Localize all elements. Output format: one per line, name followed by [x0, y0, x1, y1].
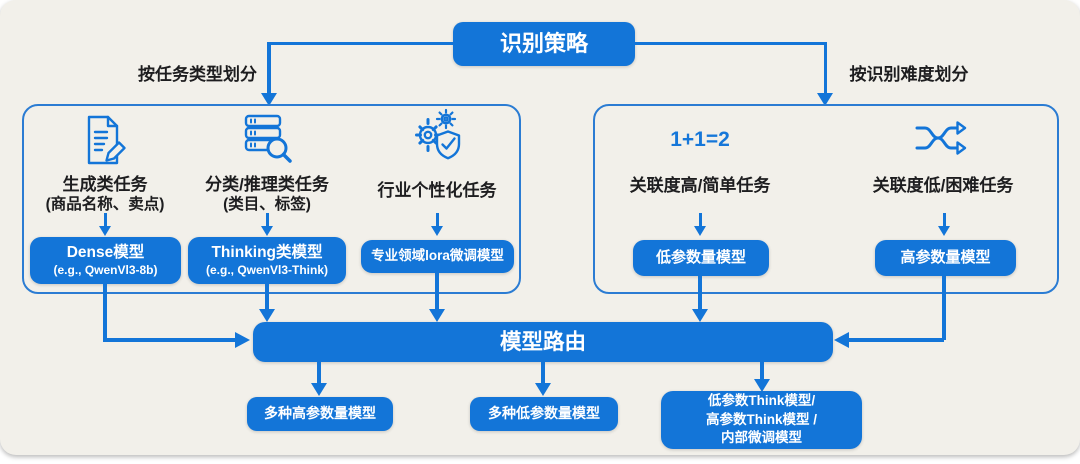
task-label-line1: 关联度高/简单任务 [629, 176, 771, 195]
database-search-icon [239, 110, 295, 173]
connector-top-left-horizontal [268, 41, 455, 45]
output-node-low-param-models: 多种低参数量模型 [470, 397, 618, 431]
arrowhead-output2 [535, 383, 551, 396]
shuffle-icon [912, 114, 972, 167]
output-node-label: 多种低参数量模型 [488, 405, 600, 422]
arrowhead-output1 [311, 383, 327, 396]
arrowhead-rcol1-small [694, 226, 706, 236]
arrowhead-output3 [754, 379, 770, 392]
connector-low-param-vertical [698, 276, 702, 310]
connector-output3-vertical [760, 362, 764, 380]
model-node-dense: Dense模型 (e.g., QwenVl3-8b) [30, 237, 181, 284]
model-node-dense-line1: Dense模型 [66, 244, 145, 262]
output-node-think-models: 低参数Think模型/ 高参数Think模型 / 内部微调模型 [661, 391, 862, 449]
task-label-line1: 分类/推理类任务 [205, 175, 329, 194]
group-box-task-type [22, 104, 521, 294]
model-node-low-param: 低参数量模型 [633, 240, 769, 276]
connector-thinking-vertical [265, 284, 269, 310]
connector-col1-small [103, 213, 107, 226]
branch-label-task-type: 按任务类型划分 [138, 65, 257, 84]
task-label-difficult: 关联度低/困难任务 [857, 175, 1029, 196]
connector-output2-vertical [541, 362, 545, 384]
task-label-line2: (商品名称、卖点) [45, 196, 165, 213]
connector-rcol1-small [698, 213, 702, 226]
connector-top-right-horizontal [633, 41, 825, 45]
model-node-high-param-label: 高参数量模型 [900, 248, 991, 266]
arrowhead-into-router-right [834, 332, 849, 348]
formula-1plus1: 1+1=2 [670, 128, 730, 151]
model-node-thinking-line2: (e.g., QwenVl3-Think) [205, 262, 328, 277]
output-node-line1: 低参数Think模型/ [707, 393, 816, 409]
connector-lora-vertical [435, 273, 439, 310]
arrowhead-col3-small [431, 226, 443, 236]
connector-high-param-vertical [942, 276, 946, 340]
output-node-line3: 内部微调模型 [721, 430, 802, 446]
router-node: 模型路由 [253, 322, 833, 362]
connector-col2-small [265, 213, 269, 226]
arrowhead-right-branch [817, 93, 833, 106]
arrowhead-thinking [259, 309, 275, 322]
connector-rcol2-small [942, 213, 946, 226]
root-node-label: 识别策略 [499, 31, 588, 57]
connector-high-param-horizontal [849, 338, 944, 342]
model-node-lora-label: 专业领域lora微调模型 [371, 248, 504, 264]
task-label-line1: 生成类任务 [62, 175, 148, 194]
root-node-recognition-strategy: 识别策略 [453, 22, 635, 66]
output-node-label: 多种高参数量模型 [264, 405, 376, 422]
task-label-line1: 关联度低/困难任务 [872, 176, 1014, 195]
model-node-low-param-label: 低参数量模型 [655, 248, 746, 266]
task-label-line2: (类目、标签) [223, 196, 311, 213]
output-node-high-param-models: 多种高参数量模型 [247, 397, 393, 431]
arrowhead-col2-small [261, 226, 273, 236]
connector-col3-small [435, 213, 439, 226]
task-label-classification: 分类/推理类任务 (类目、标签) [182, 174, 352, 215]
document-pencil-icon [78, 112, 132, 173]
router-node-label: 模型路由 [499, 329, 586, 354]
gears-shield-icon [408, 108, 466, 173]
task-label-simple: 关联度高/简单任务 [615, 175, 785, 196]
task-label-line1: 行业个性化任务 [377, 181, 497, 200]
connector-dense-vertical [103, 284, 107, 340]
model-node-high-param: 高参数量模型 [875, 240, 1016, 276]
arrowhead-lora [429, 309, 445, 322]
arrowhead-left-branch [261, 93, 277, 106]
connector-left-branch-vertical [267, 41, 271, 95]
branch-label-difficulty: 按识别难度划分 [849, 65, 969, 84]
arrowhead-rcol2-small [938, 226, 950, 236]
model-node-lora: 专业领域lora微调模型 [361, 240, 514, 273]
arrowhead-into-router-left [235, 332, 250, 348]
connector-output1-vertical [317, 362, 321, 384]
arrowhead-low-param [692, 309, 708, 322]
model-node-thinking-line1: Thinking类模型 [211, 244, 323, 262]
connector-dense-horizontal [103, 338, 235, 342]
group-box-difficulty [593, 104, 1059, 294]
model-node-thinking: Thinking类模型 (e.g., QwenVl3-Think) [188, 237, 346, 284]
model-node-dense-line2: (e.g., QwenVl3-8b) [53, 262, 158, 277]
arrowhead-col1-small [99, 226, 111, 236]
task-label-industry: 行业个性化任务 [352, 180, 522, 201]
output-node-line2: 高参数Think模型 / [706, 411, 817, 427]
connector-right-branch-vertical [823, 41, 827, 95]
task-label-generation: 生成类任务 (商品名称、卖点) [20, 174, 190, 215]
